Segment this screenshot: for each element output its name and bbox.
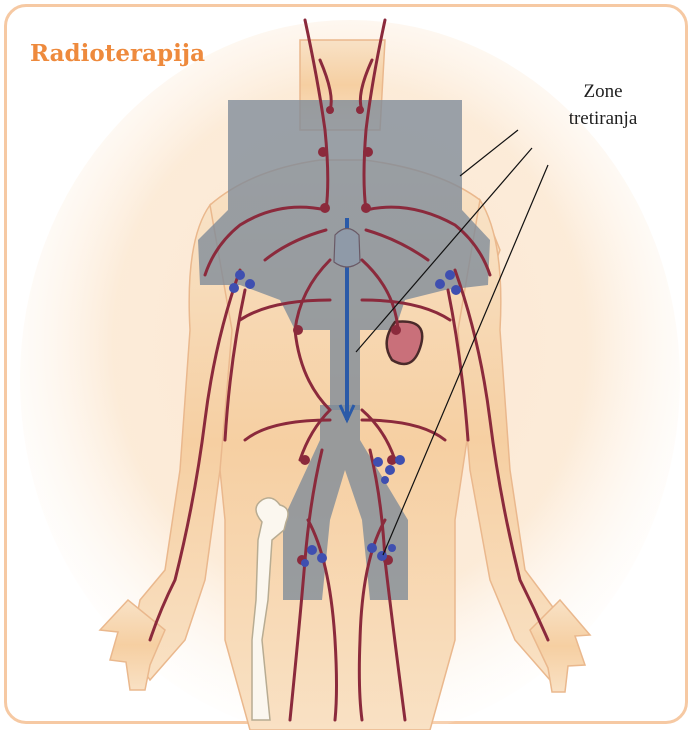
label-line-1: Zone bbox=[548, 78, 658, 105]
treatment-zone-label: Zone tretiranja bbox=[548, 78, 658, 132]
label-line-2: tretiranja bbox=[548, 105, 658, 132]
figure-title: Radioterapija bbox=[30, 40, 205, 67]
thymus-icon bbox=[334, 229, 360, 268]
